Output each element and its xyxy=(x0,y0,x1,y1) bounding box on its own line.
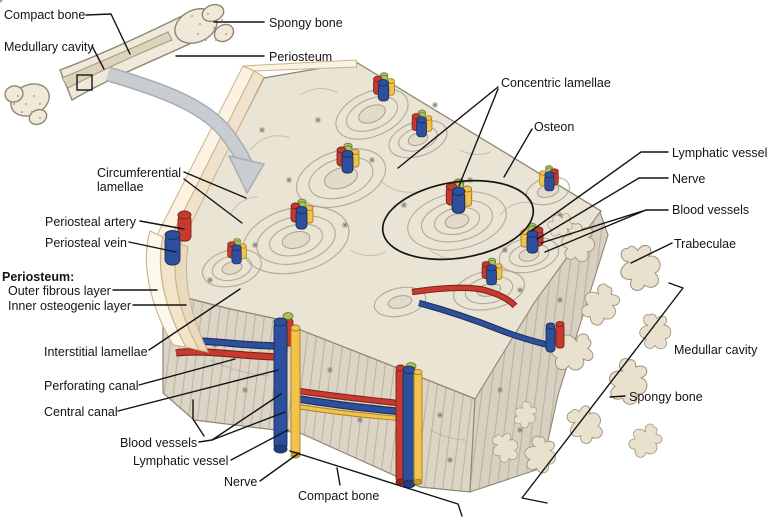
long-bone-inset xyxy=(4,3,235,126)
label-trabeculae: Trabeculae xyxy=(674,237,737,251)
label-spongy-bone-inset: Spongy bone xyxy=(269,16,343,30)
label-periosteum-heading: Periosteum: xyxy=(2,270,75,284)
label-nerve-right: Nerve xyxy=(672,172,706,186)
label-outer-fibrous-layer: Outer fibrous layer xyxy=(8,284,111,298)
label-compact-bone-bottom: Compact bone xyxy=(298,489,380,503)
label-periosteum-inset: Periosteum xyxy=(269,50,333,64)
surface-texture xyxy=(0,0,564,294)
label-blood-vessels-bottom: Blood vessels xyxy=(120,436,198,450)
label-circumferential-lamellae: Circumferential lamellae xyxy=(97,166,182,194)
label-medullary-cavity: Medullary cavity xyxy=(4,40,94,54)
osteon-highlight-ellipse xyxy=(381,179,535,261)
label-periosteal-vein: Periosteal vein xyxy=(45,236,127,250)
vessel-canals xyxy=(175,284,565,422)
label-lymphatic-vessel-right: Lymphatic vessel xyxy=(672,146,768,160)
label-medullar-cavity: Medullar cavity xyxy=(674,343,758,357)
label-periosteal-artery: Periosteal artery xyxy=(45,215,137,229)
magnified-region-box xyxy=(76,74,93,91)
label-concentric-lamellae: Concentric lamellae xyxy=(501,76,611,90)
label-central-canal: Central canal xyxy=(44,405,118,419)
spongy-stipple xyxy=(13,13,227,119)
label-inner-osteogenic-layer: Inner osteogenic layer xyxy=(8,299,131,313)
periosteum-layers xyxy=(145,59,358,353)
label-spongy-bone-bottom: Spongy bone xyxy=(629,390,703,404)
label-perforating-canal: Perforating canal xyxy=(44,379,139,393)
label-compact-bone-inset: Compact bone xyxy=(4,8,86,22)
label-blood-vessels-right: Blood vessels xyxy=(672,203,750,217)
magnification-arrow xyxy=(105,66,266,195)
central-canal-left xyxy=(273,312,301,459)
label-interstitial-lamellae: Interstitial lamellae xyxy=(44,345,148,359)
label-lymphatic-vessel-bottom: Lymphatic vessel xyxy=(133,454,229,468)
central-canal-right xyxy=(395,362,423,489)
label-osteon: Osteon xyxy=(534,120,575,134)
leader-lines xyxy=(85,13,684,517)
label-nerve-bottom: Nerve xyxy=(224,475,258,489)
